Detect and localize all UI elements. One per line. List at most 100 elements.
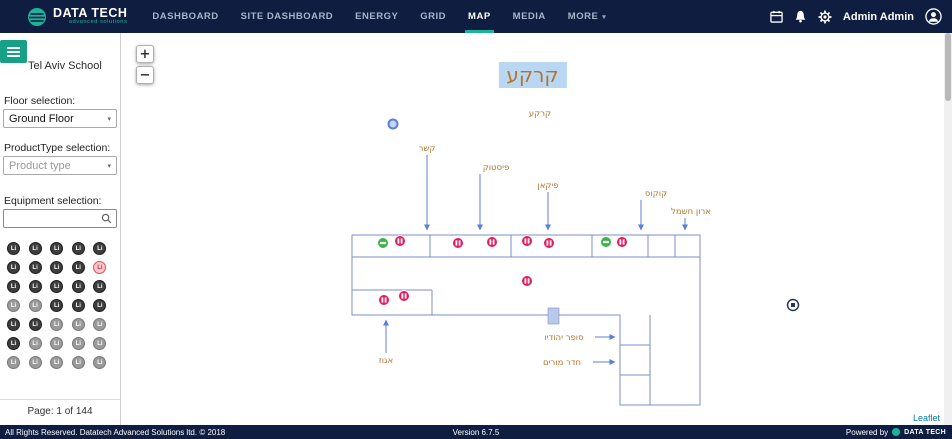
battery-icon-gray[interactable]: Li: [93, 337, 107, 350]
battery-icon-gray[interactable]: Li: [71, 318, 85, 331]
blue-ring-marker[interactable]: [387, 118, 399, 130]
sidebar: Tel Aviv School Floor selection: Ground …: [0, 33, 121, 425]
brand-subtitle: advanced solutions: [68, 19, 128, 26]
device-marker-ok[interactable]: [600, 236, 612, 248]
device-marker-alert[interactable]: [398, 290, 410, 302]
battery-icon-gray[interactable]: Li: [50, 356, 64, 369]
calendar-icon: [770, 10, 783, 23]
device-marker-alert[interactable]: [543, 237, 555, 249]
battery-icon-dark[interactable]: Li: [50, 299, 64, 312]
product-type-select[interactable]: Product type ▾: [3, 156, 117, 175]
leaflet-attribution: Leaflet: [908, 412, 944, 425]
map-object: [547, 307, 560, 325]
battery-icon-gray[interactable]: Li: [93, 318, 107, 331]
battery-icon-gray[interactable]: Li: [50, 337, 64, 350]
battery-icon-dark[interactable]: Li: [71, 242, 85, 255]
zoom-control: + −: [136, 45, 154, 84]
user-avatar-icon: [925, 8, 942, 25]
top-nav-bar: DATA TECH advanced solutions DASHBOARD SI…: [0, 0, 952, 33]
nav-dashboard[interactable]: DASHBOARD: [141, 0, 229, 33]
battery-icon-gray[interactable]: Li: [71, 356, 85, 369]
floor-select-value: Ground Floor: [9, 112, 74, 125]
device-marker-alert[interactable]: [616, 236, 628, 248]
battery-icon-gray[interactable]: Li: [93, 356, 107, 369]
battery-icon-gray[interactable]: Li: [7, 356, 20, 369]
battery-icon-dark[interactable]: Li: [28, 242, 42, 255]
floor-plan-walls: [351, 234, 701, 406]
site-name: Tel Aviv School: [28, 60, 102, 72]
battery-icon-dark[interactable]: Li: [7, 318, 20, 331]
battery-icon-gray[interactable]: Li: [28, 337, 42, 350]
nav-label: DASHBOARD: [152, 11, 219, 22]
battery-icon-gray[interactable]: Li: [7, 299, 20, 312]
battery-icon-dark[interactable]: Li: [71, 261, 85, 274]
nav-more[interactable]: MORE▾: [557, 0, 618, 33]
product-type-selection-label: ProductType selection:: [4, 142, 111, 154]
device-marker-alert[interactable]: [378, 294, 390, 306]
floor-select[interactable]: Ground Floor ▾: [3, 109, 117, 128]
chevron-down-icon: ▾: [602, 13, 607, 21]
paused-device-marker[interactable]: [786, 298, 800, 312]
battery-icon-dark[interactable]: Li: [93, 280, 107, 293]
equipment-selection-label: Equipment selection:: [4, 195, 102, 207]
chevron-down-icon: ▾: [107, 162, 111, 170]
battery-icon-gray[interactable]: Li: [71, 337, 85, 350]
nav-map[interactable]: MAP: [457, 0, 502, 33]
calendar-button[interactable]: [770, 10, 783, 23]
battery-icon-dark[interactable]: Li: [93, 242, 107, 255]
battery-icon-gray[interactable]: Li: [28, 299, 42, 312]
equipment-search-input[interactable]: [4, 212, 101, 225]
chevron-down-icon: ▾: [107, 115, 111, 123]
battery-icon-dark[interactable]: Li: [71, 299, 85, 312]
nav-media[interactable]: MEDIA: [502, 0, 557, 33]
device-marker-alert[interactable]: [452, 237, 464, 249]
device-marker-alert[interactable]: [394, 235, 406, 247]
vertical-scrollbar[interactable]: [944, 33, 952, 425]
battery-icon-dark[interactable]: Li: [7, 280, 20, 293]
powered-by: Powered by DATA TECH: [846, 428, 952, 437]
nav-grid[interactable]: GRID: [409, 0, 457, 33]
gear-icon: [818, 10, 832, 23]
nav-energy[interactable]: ENERGY: [344, 0, 409, 33]
battery-icon-alert[interactable]: Li: [93, 261, 107, 274]
search-icon: [101, 213, 112, 224]
battery-icon-dark[interactable]: Li: [71, 280, 85, 293]
nav-label: GRID: [420, 11, 447, 22]
user-name[interactable]: Admin Admin: [842, 10, 914, 23]
battery-icon-dark[interactable]: Li: [28, 280, 42, 293]
battery-icon-dark[interactable]: Li: [50, 280, 64, 293]
zoom-out-button[interactable]: −: [136, 66, 154, 84]
zoom-in-button[interactable]: +: [136, 45, 154, 63]
device-marker-alert[interactable]: [521, 235, 533, 247]
copyright-text: All Rights Reserved. Datatech Advanced S…: [5, 427, 226, 437]
device-marker-alert[interactable]: [486, 236, 498, 248]
footer-bar: All Rights Reserved. Datatech Advanced S…: [0, 425, 952, 439]
settings-button[interactable]: [818, 10, 832, 24]
battery-icon-gray[interactable]: Li: [50, 318, 64, 331]
notifications-button[interactable]: [794, 10, 807, 23]
battery-icon-dark[interactable]: Li: [7, 242, 20, 255]
nav-label: ENERGY: [355, 11, 399, 22]
battery-icon-dark[interactable]: Li: [50, 242, 64, 255]
device-marker-alert[interactable]: [521, 275, 533, 287]
menu-toggle-button[interactable]: [0, 40, 27, 63]
leaflet-link[interactable]: Leaflet: [912, 413, 940, 423]
battery-icon-dark[interactable]: Li: [93, 299, 107, 312]
battery-icon-dark[interactable]: Li: [7, 261, 20, 274]
account-button[interactable]: [925, 8, 942, 25]
device-markers: [377, 118, 800, 312]
scrollbar-thumb[interactable]: [945, 33, 951, 101]
device-marker-ok[interactable]: [377, 237, 389, 249]
datatech-logo-icon: [28, 7, 46, 26]
battery-icon-dark[interactable]: Li: [28, 261, 42, 274]
product-type-select-value: Product type: [9, 159, 71, 172]
battery-icon-gray[interactable]: Li: [28, 356, 42, 369]
nav-site-dashboard[interactable]: SITE DASHBOARD: [230, 0, 345, 33]
nav-label: MORE: [567, 11, 599, 22]
battery-icon-dark[interactable]: Li: [28, 318, 42, 331]
floor-selection-label: Floor selection:: [4, 95, 76, 107]
battery-icon-dark[interactable]: Li: [50, 261, 64, 274]
brand-logo[interactable]: DATA TECH advanced solutions: [0, 7, 141, 27]
battery-icon-dark[interactable]: Li: [7, 337, 20, 350]
